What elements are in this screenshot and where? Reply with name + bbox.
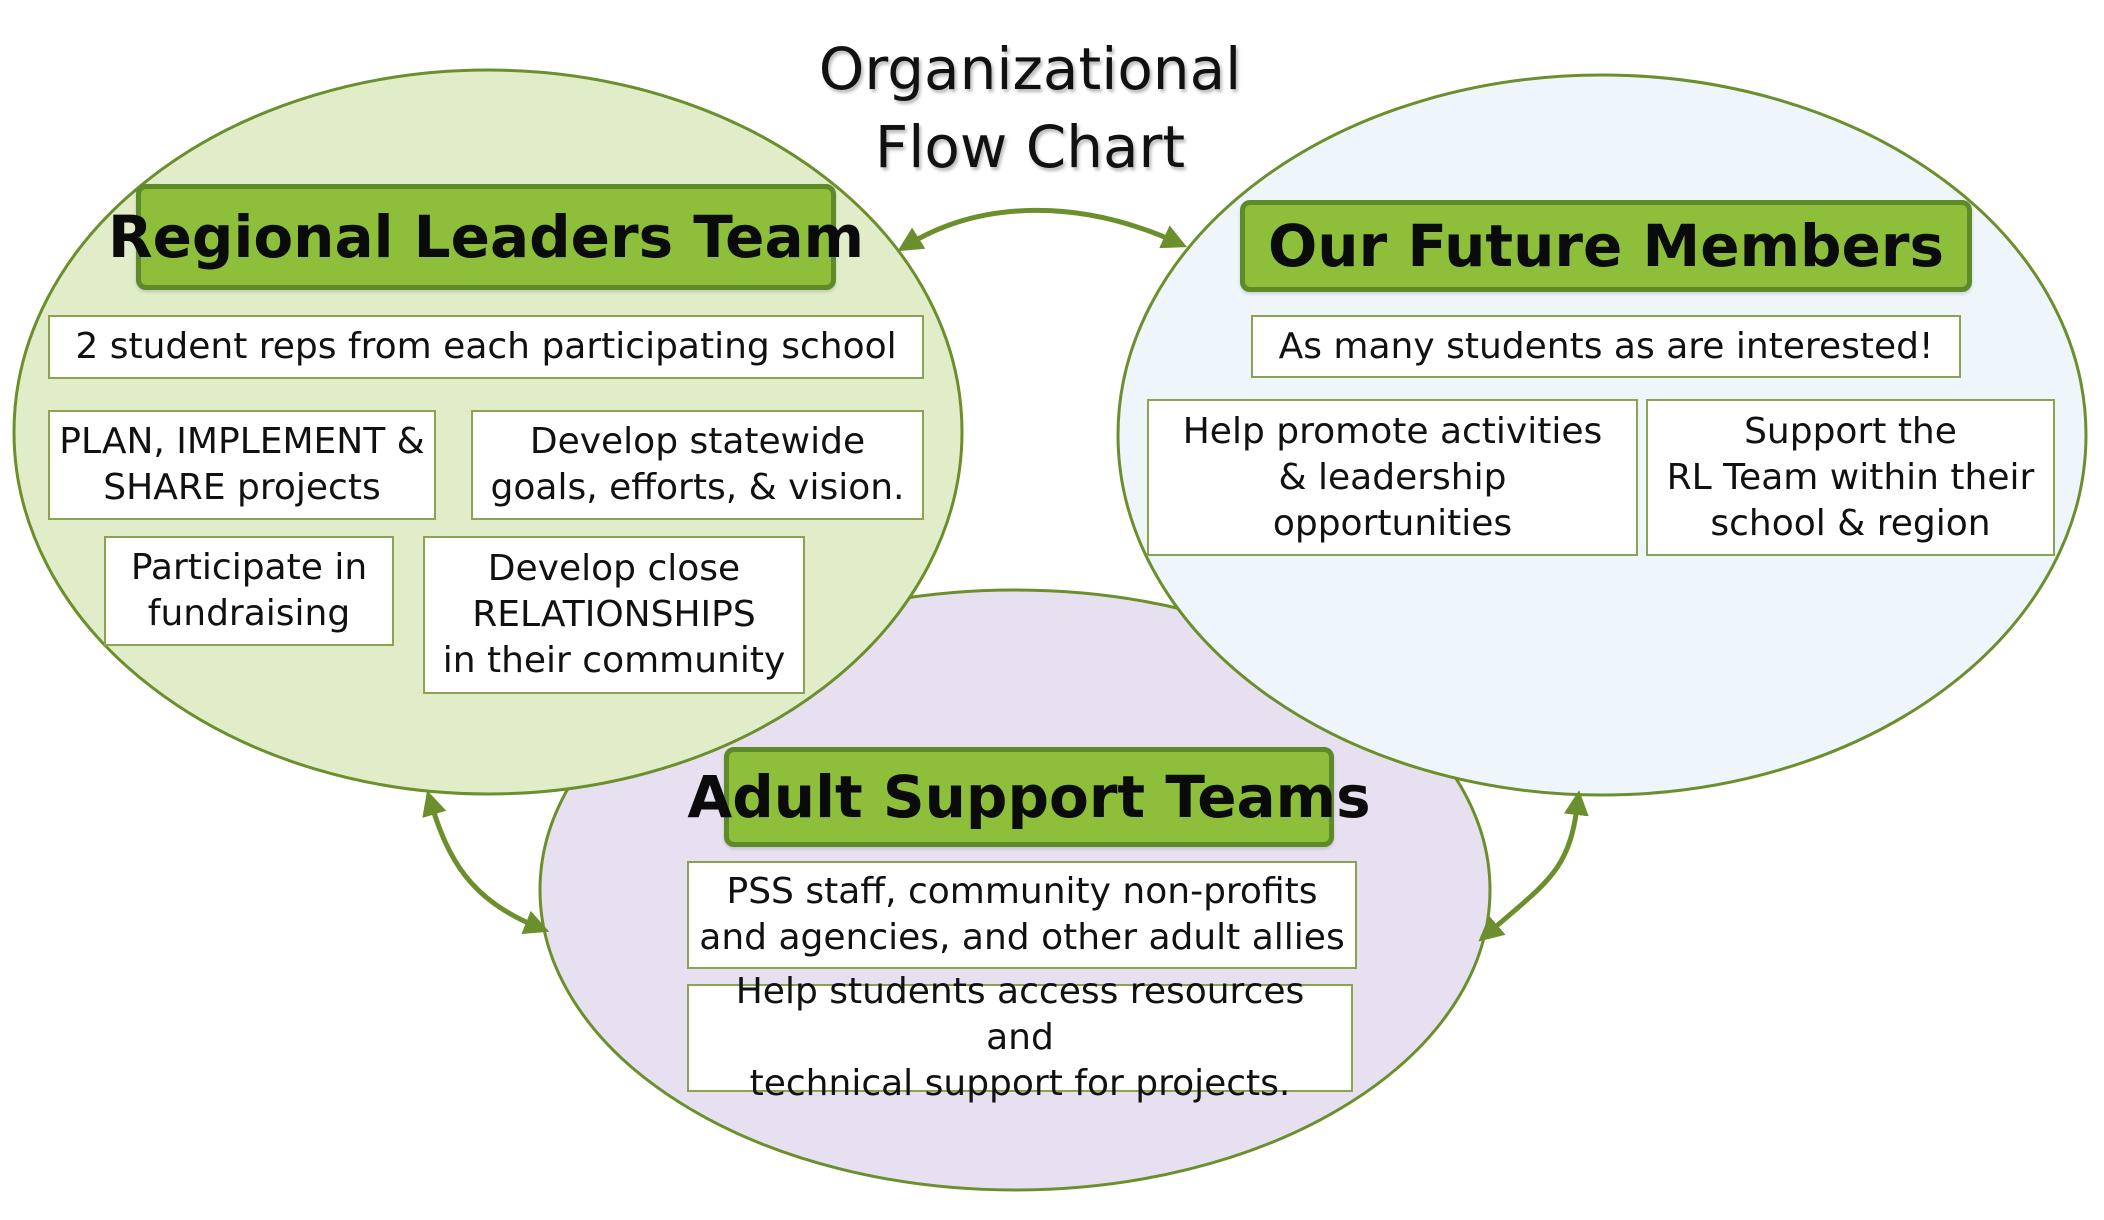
regional-reps-box: 2 student reps from each participating s… bbox=[48, 315, 924, 379]
adult-help-box: Help students access resources and techn… bbox=[687, 971, 1353, 1104]
adult-support-header: Adult Support Teams bbox=[687, 747, 1371, 847]
arrow-regional-adult bbox=[422, 790, 550, 935]
title-line-1: Organizational bbox=[818, 35, 1242, 103]
regional-plan-box: PLAN, IMPLEMENT & SHARE projects bbox=[48, 410, 436, 520]
adult-staff-box: PSS staff, community non-profits and age… bbox=[687, 861, 1357, 969]
future-support-box: Support the RL Team within their school … bbox=[1646, 399, 2055, 556]
arrow-regional-future bbox=[897, 207, 1188, 252]
regional-relationships-box: Develop close RELATIONSHIPS in their com… bbox=[423, 536, 805, 694]
regional-leaders-header: Regional Leaders Team bbox=[108, 184, 864, 290]
future-promote-box: Help promote activities & leadership opp… bbox=[1147, 399, 1638, 556]
future-many-box: As many students as are interested! bbox=[1251, 315, 1961, 378]
arrow-future-adult bbox=[1478, 790, 1589, 942]
regional-statewide-box: Develop statewide goals, efforts, & visi… bbox=[471, 410, 924, 520]
regional-fundraising-box: Participate in fundraising bbox=[104, 536, 394, 646]
page-title: Organizational Flow Chart bbox=[760, 30, 1300, 186]
future-members-header: Our Future Members bbox=[1240, 200, 1972, 292]
title-line-2: Flow Chart bbox=[874, 113, 1186, 181]
